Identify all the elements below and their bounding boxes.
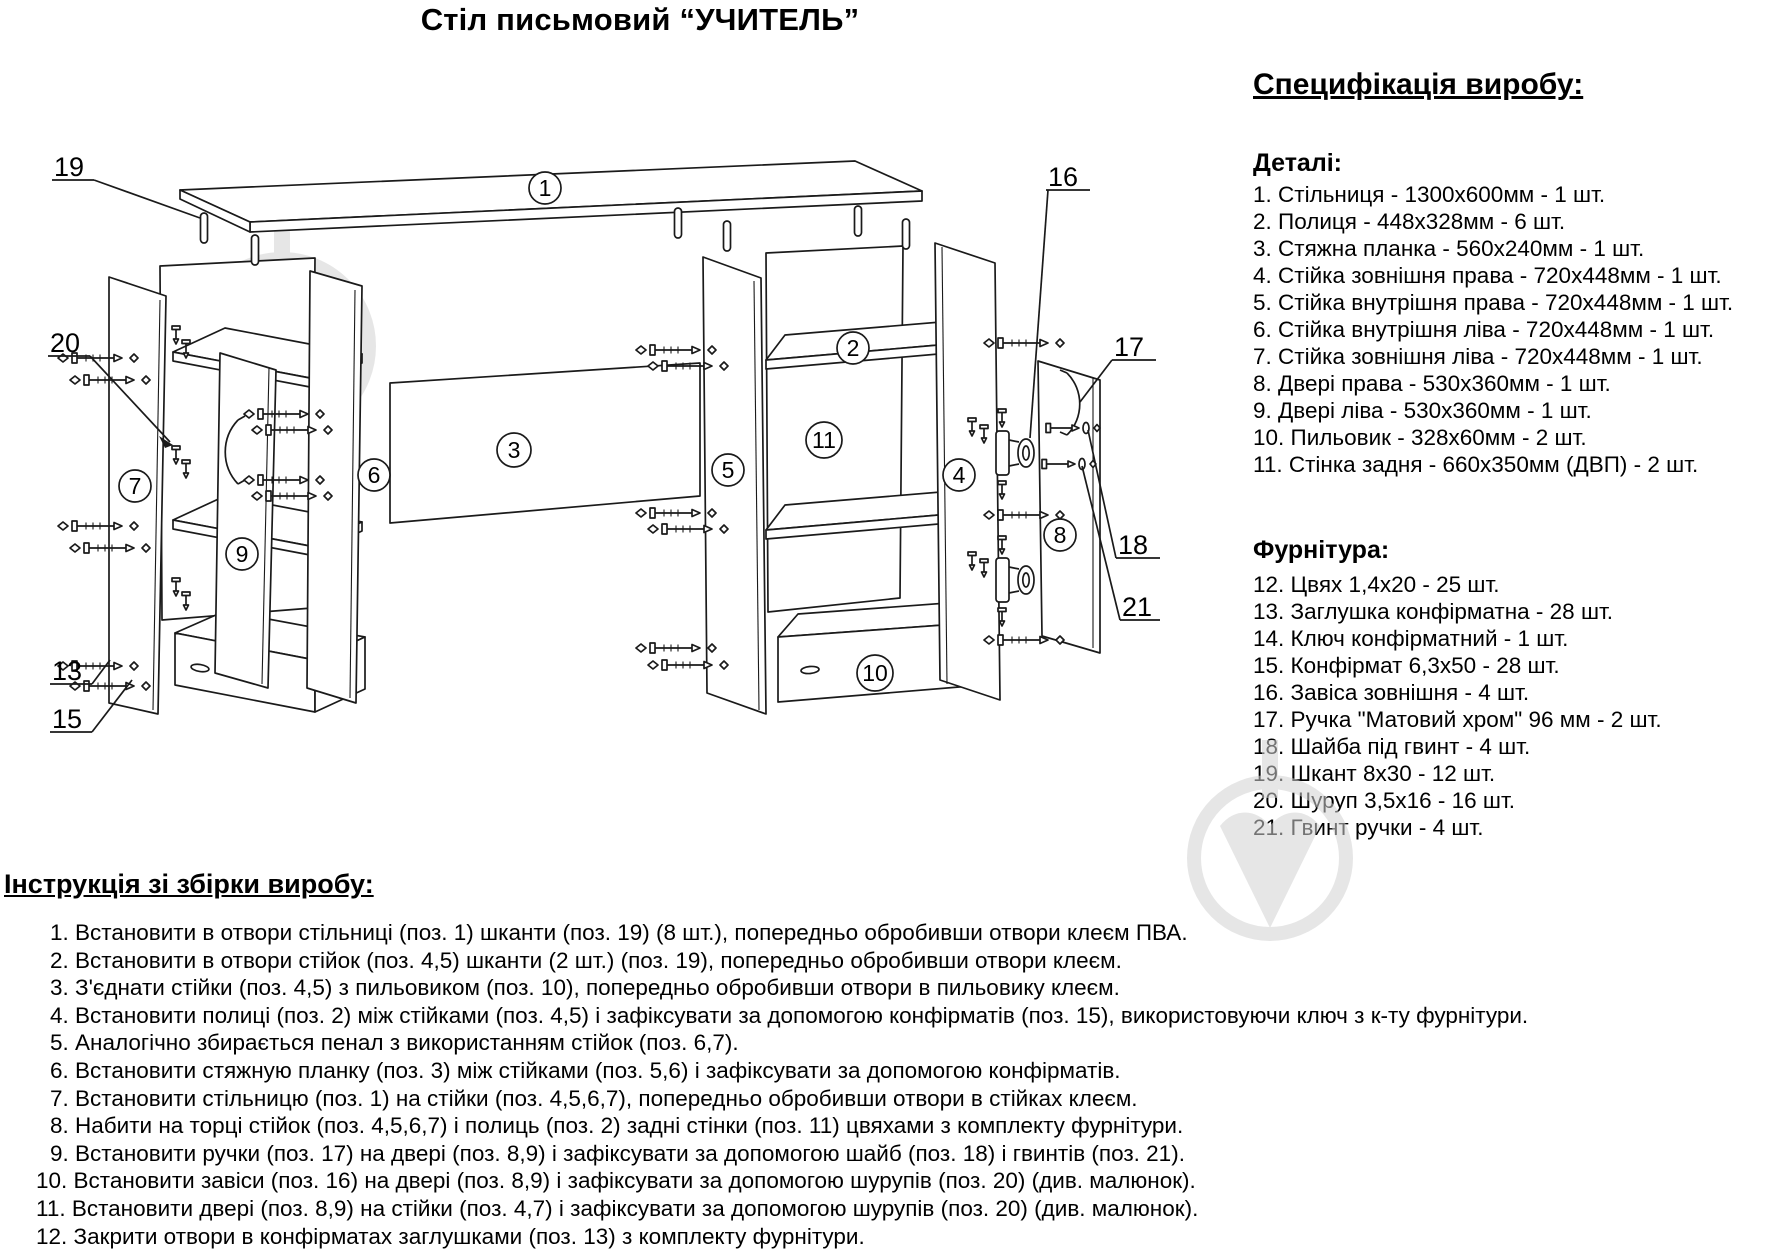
callout-19: 19 [54, 152, 84, 182]
callout-1: 1 [539, 175, 552, 201]
spec-item: 12. Цвях 1,4х20 - 25 шт. [1253, 572, 1500, 597]
callout-15: 15 [52, 704, 82, 734]
callout-21: 21 [1122, 592, 1152, 622]
part-stile-inner-left [306, 270, 363, 704]
spec-item: 14. Ключ конфірматний - 1 шт. [1253, 626, 1569, 651]
page-title: Стіл письмовий “УЧИТЕЛЬ” [420, 2, 860, 37]
spec-item: 17. Ручка "Матовий хром" 96 мм - 2 шт. [1253, 707, 1662, 732]
spec-item: 16. Завіса зовнішня - 4 шт. [1253, 680, 1530, 705]
instruction-step: 6. Встановити стяжную планку (поз. 3) мі… [50, 1057, 1121, 1083]
callout-5: 5 [722, 457, 735, 483]
instruction-step: 3. З'єднати стійки (поз. 4,5) з пильовик… [50, 975, 1120, 1001]
callout-10: 10 [862, 660, 888, 686]
assembly-diagram: 19 20 13 15 16 17 18 21 1 2 3 4 5 6 7 8 … [48, 152, 1160, 734]
instructions-heading: Інструкція зі збірки виробу: [4, 869, 374, 899]
instruction-step: 11. Встановити двері (поз. 8,9) на стійк… [36, 1195, 1199, 1221]
instruction-step: 9. Встановити ручки (поз. 17) на двері (… [50, 1140, 1185, 1166]
instruction-step: 4. Встановити полиці (поз. 2) між стійка… [50, 1002, 1529, 1028]
hinge-bottom [996, 536, 1034, 626]
leader-arrowhead [159, 436, 173, 448]
instruction-step: 1. Встановити в отвори стільниці (поз. 1… [50, 920, 1188, 945]
callout-13: 13 [52, 656, 82, 686]
instruction-step: 8. Набити на торці стійок (поз. 4,5,6,7)… [50, 1113, 1184, 1139]
watermark-logo-bottom [1187, 740, 1353, 941]
spec-item: 8. Двері права - 530х360мм - 1 шт. [1253, 371, 1611, 396]
spec-item: 6. Стійка внутрішня ліва - 720х448мм - 1… [1253, 317, 1715, 342]
spec-hardware-heading: Фурнітура: [1253, 536, 1390, 564]
spec-item: 2. Полиця - 448х328мм - 6 шт. [1253, 209, 1566, 234]
spec-heading: Специфікація виробу: [1253, 68, 1584, 101]
spec-item: 7. Стійка зовнішня ліва - 720х448мм - 1 … [1253, 344, 1703, 369]
instruction-step: 5. Аналогічно збирається пенал з викорис… [50, 1030, 739, 1056]
callout-20: 20 [50, 328, 80, 358]
spec-item: 9. Двері ліва - 530х360мм - 1 шт. [1253, 398, 1592, 423]
spec-item: 10. Пильовик - 328х60мм - 2 шт. [1253, 425, 1587, 450]
callout-2: 2 [847, 335, 860, 361]
callout-7: 7 [129, 473, 142, 499]
door-handle-icon [224, 419, 239, 485]
spec-item: 1. Стільниця - 1300х600мм - 1 шт. [1253, 182, 1606, 207]
spec-item: 4. Стійка зовнішня права - 720х448мм - 1… [1253, 263, 1722, 288]
spec-details-heading: Деталі: [1253, 149, 1342, 177]
hinge-top [996, 409, 1034, 499]
spec-item: 13. Заглушка конфірматна - 28 шт. [1253, 599, 1614, 624]
callout-18: 18 [1118, 530, 1148, 560]
spec-item: 3. Стяжна планка - 560х240мм - 1 шт. [1253, 236, 1645, 261]
instruction-step: 10. Встановити завіси (поз. 16) на двері… [36, 1168, 1196, 1194]
spec-details-list: 1. Стільниця - 1300х600мм - 1 шт. 2. Пол… [1253, 181, 1763, 478]
instruction-step: 7. Встановити стільницю (поз. 1) на стій… [50, 1085, 1138, 1111]
callout-4: 4 [953, 462, 966, 488]
callout-9: 9 [236, 541, 249, 567]
instruction-step: 12. Закрити отвори в конфірматах заглушк… [36, 1223, 865, 1249]
part-door-left [214, 352, 277, 689]
instructions-list: 1. Встановити в отвори стільниці (поз. 1… [36, 919, 1536, 1250]
part-door-right [1037, 360, 1101, 654]
spec-item: 11. Стінка задня - 660х350мм (ДВП) - 2 ш… [1253, 452, 1699, 477]
callout-3: 3 [508, 437, 521, 463]
callout-11: 11 [812, 427, 836, 453]
callout-17: 17 [1114, 332, 1144, 362]
part-tie-plank [389, 362, 701, 524]
callout-6: 6 [368, 462, 381, 488]
spec-item: 15. Конфірмат 6,3х50 - 28 шт. [1253, 653, 1560, 678]
instruction-step: 2. Встановити в отвори стійок (поз. 4,5)… [50, 947, 1122, 973]
leader-lines [48, 179, 1160, 733]
spec-item: 5. Стійка внутрішня права - 720х448мм - … [1253, 290, 1734, 315]
callout-16: 16 [1048, 162, 1078, 192]
circled-callouts: 1 2 3 4 5 6 7 8 9 10 11 [118, 171, 1077, 692]
callout-8: 8 [1054, 522, 1067, 548]
spec-item: 18. Шайба під гвинт - 4 шт. [1253, 734, 1531, 759]
